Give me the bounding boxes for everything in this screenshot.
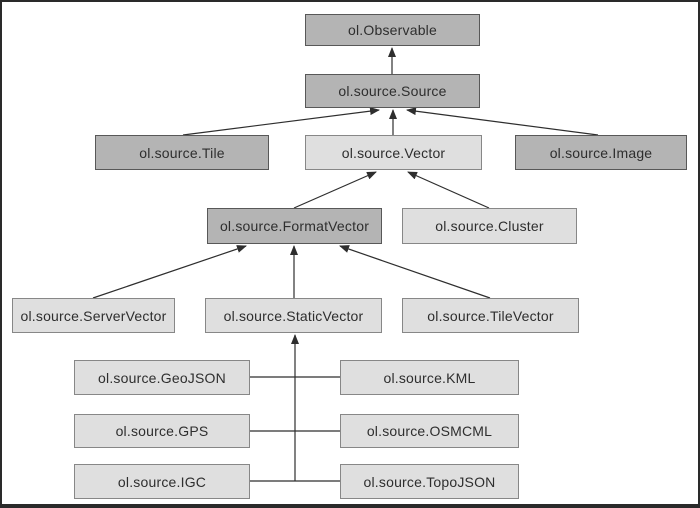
- edge-cluster-vector: [407, 171, 490, 209]
- node-label: ol.source.Image: [549, 144, 653, 161]
- node-label: ol.source.KML: [383, 369, 476, 386]
- node-label: ol.source.IGC: [117, 473, 207, 490]
- node-label: ol.source.TopoJSON: [363, 473, 496, 490]
- node-tile: ol.source.Tile: [95, 135, 269, 170]
- edge-tilevector-formatvector: [339, 245, 491, 299]
- node-label: ol.source.Tile: [139, 144, 225, 161]
- node-label: ol.source.StaticVector: [223, 307, 364, 324]
- node-label: ol.source.TileVector: [427, 307, 554, 324]
- edge-image-source: [406, 107, 599, 136]
- edge-tile-source: [182, 107, 380, 136]
- node-label: ol.source.GPS: [115, 423, 209, 439]
- node-label: ol.source.Source: [338, 83, 447, 99]
- node-observable: ol.Observable: [305, 14, 480, 46]
- edge-formatvector-vector: [293, 171, 377, 209]
- node-vector: ol.source.Vector: [305, 135, 482, 170]
- node-label: ol.source.Vector: [341, 144, 446, 161]
- node-formatvector: ol.source.FormatVector: [207, 208, 382, 244]
- node-label: ol.source.FormatVector: [219, 218, 370, 234]
- node-source: ol.source.Source: [305, 74, 480, 108]
- node-label: ol.source.OSMCML: [366, 423, 493, 439]
- node-label: ol.source.Cluster: [435, 218, 544, 234]
- node-tilevector: ol.source.TileVector: [402, 298, 579, 333]
- node-geojson: ol.source.GeoJSON: [74, 360, 250, 395]
- node-servervector: ol.source.ServerVector: [12, 298, 175, 333]
- node-topojson: ol.source.TopoJSON: [340, 464, 519, 499]
- node-igc: ol.source.IGC: [74, 464, 250, 499]
- node-osmcml: ol.source.OSMCML: [340, 414, 519, 448]
- node-image: ol.source.Image: [515, 135, 687, 170]
- node-kml: ol.source.KML: [340, 360, 519, 395]
- node-label: ol.source.GeoJSON: [98, 369, 226, 386]
- node-label: ol.source.ServerVector: [20, 307, 167, 324]
- node-staticvector: ol.source.StaticVector: [205, 298, 382, 333]
- node-gps: ol.source.GPS: [74, 414, 250, 448]
- node-label: ol.Observable: [348, 22, 437, 38]
- node-cluster: ol.source.Cluster: [402, 208, 577, 244]
- edge-servervector-formatvector: [92, 245, 247, 299]
